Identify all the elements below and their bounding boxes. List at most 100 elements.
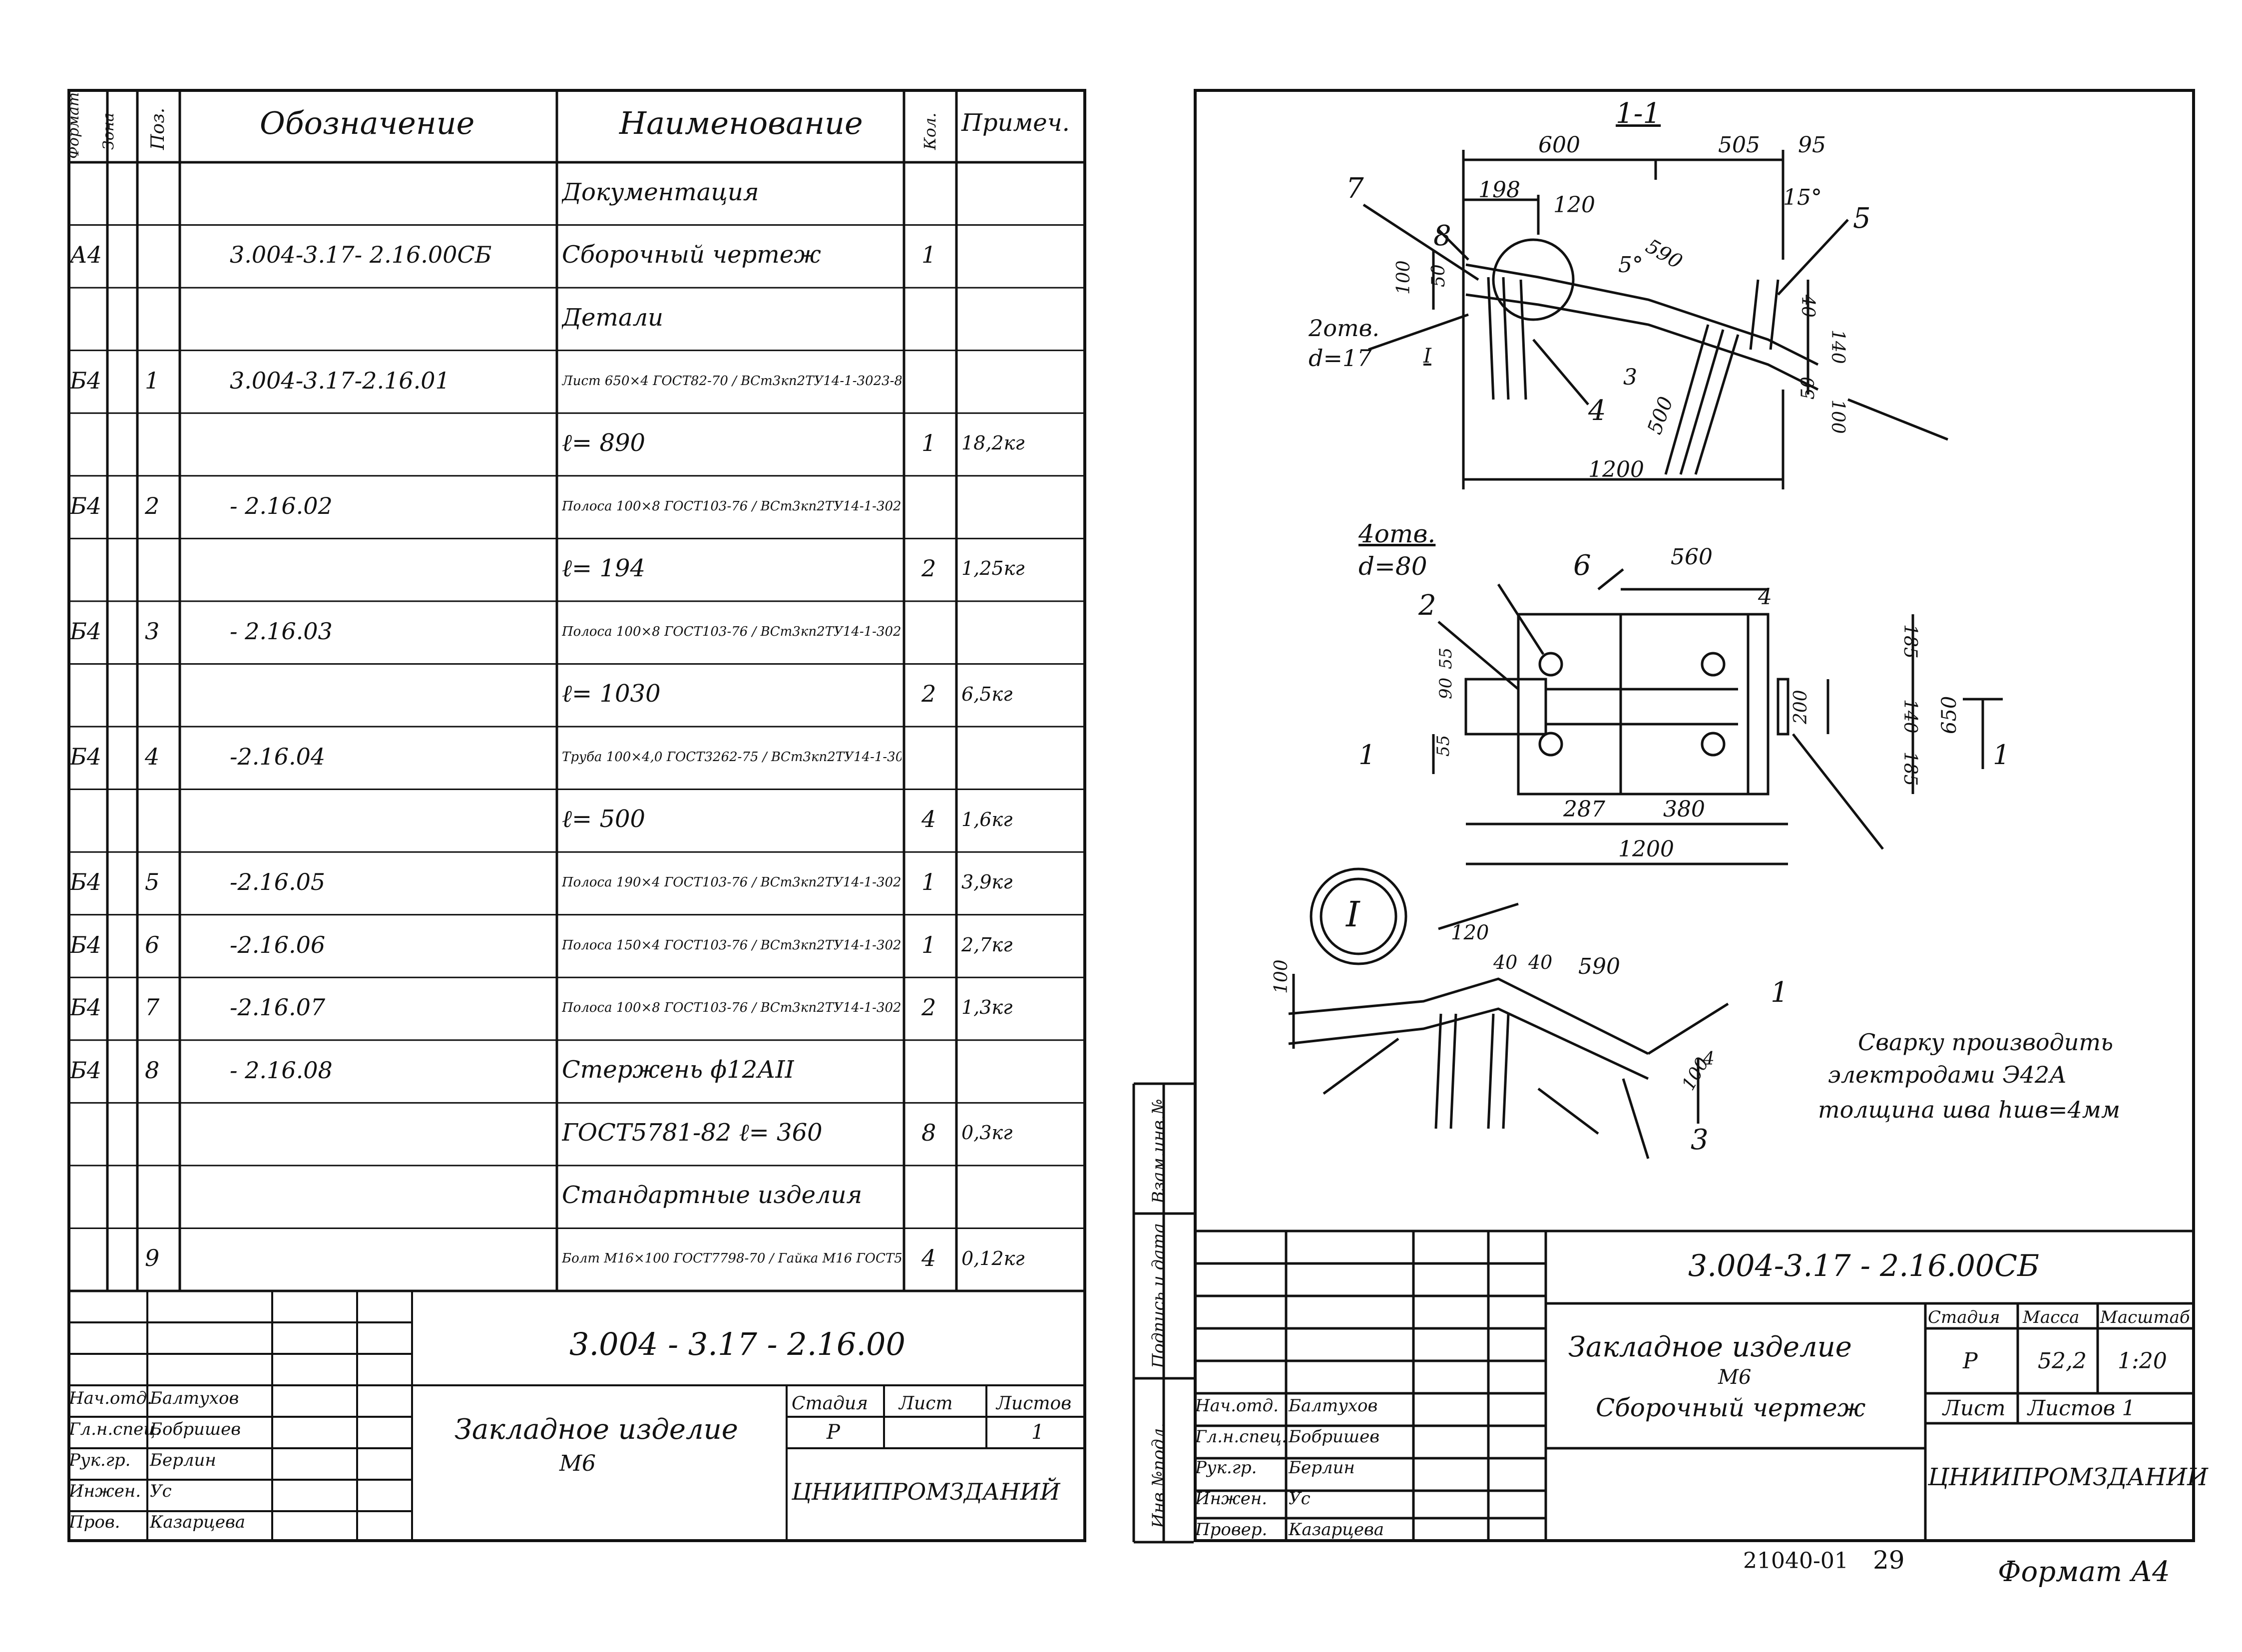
spec-format-cell: Б4	[70, 492, 102, 519]
left-stage-label: Стадия	[792, 1393, 868, 1414]
header-designation: Обозначение	[260, 105, 475, 141]
spec-pos-cell: 8	[145, 1056, 160, 1084]
dimension-label: 95	[1798, 132, 1826, 158]
spec-name-cell: ℓ= 1030	[562, 680, 661, 708]
spec-designation-cell: 3.004-3.17- 2.16.00СБ	[230, 241, 492, 269]
spec-designation-cell: 3.004-3.17-2.16.01	[230, 367, 450, 394]
spec-format-cell: А4	[70, 241, 102, 269]
signature-name: Балтухов	[1289, 1396, 1378, 1416]
side-strip-label: Инв.№подл.	[1149, 1422, 1169, 1528]
spec-name-cell: Полоса 190×4 ГОСТ103-76 / ВСт3кп2ТУ14-1-…	[562, 874, 901, 890]
right-title-3: Сборочный чертеж	[1596, 1393, 1866, 1422]
spec-name-cell: Полоса 150×4 ГОСТ103-76 / ВСт3кп2ТУ14-1-…	[562, 937, 901, 953]
dimension-label: 90	[1436, 677, 1456, 699]
left-code: 3.004 - 3.17 - 2.16.00	[569, 1326, 905, 1362]
spec-note-cell: 6,5кг	[961, 683, 1013, 705]
part-callout: 3	[1691, 1124, 1709, 1156]
spec-note-cell: 0,3кг	[961, 1122, 1013, 1144]
right-scale: 1:20	[2118, 1348, 2167, 1374]
spec-note-cell: 1,3кг	[961, 996, 1013, 1019]
spec-pos-cell: 7	[145, 994, 160, 1021]
spec-note-cell: 1,25кг	[961, 557, 1025, 580]
dimension-label: 198	[1478, 177, 1520, 203]
dimension-label: 1200	[1588, 457, 1644, 482]
right-mass: 52,2	[2038, 1348, 2087, 1374]
right-scale-label: Масштаб	[2100, 1307, 2190, 1327]
dimension-label: 3	[1623, 365, 1637, 390]
spec-qty-cell: 2	[921, 680, 936, 708]
section-mark-right: 1	[1993, 739, 2010, 771]
dimension-label: 120	[1451, 921, 1489, 944]
dimension-label: 1200	[1618, 836, 1674, 862]
left-sheets: 1	[1031, 1421, 1044, 1444]
part-callout: 2	[1418, 589, 1436, 622]
weld-note-3: толщина шва hшв=4мм	[1818, 1096, 2121, 1123]
dimension-label: 4	[1758, 584, 1772, 610]
spec-name-cell: Труба 100×4,0 ГОСТ3262-75 / ВСт3кп2ТУ14-…	[562, 749, 901, 765]
spec-qty-cell: 2	[921, 994, 936, 1021]
dimension-label: 4	[1703, 1049, 1715, 1069]
dimension-label: 200	[1791, 690, 1811, 724]
spec-pos-cell: 3	[145, 617, 160, 645]
footer-page: 29	[1873, 1546, 1905, 1575]
left-sheets-label: Листов	[996, 1393, 1072, 1414]
header-name: Наименование	[619, 105, 863, 141]
spec-qty-cell: 1	[921, 931, 936, 958]
spec-note-cell: 1,6кг	[961, 808, 1013, 830]
spec-pos-cell: 5	[145, 868, 160, 895]
header-note: Примеч.	[961, 109, 1070, 137]
plan-hole-2: d=80	[1358, 552, 1427, 581]
dimension-label: 590	[1578, 954, 1620, 979]
spec-designation-cell: - 2.16.08	[230, 1056, 333, 1084]
dimension-label: 50	[1428, 264, 1449, 287]
signature-role: Гл.н.спец.	[1195, 1427, 1287, 1447]
spec-pos-cell: 4	[145, 743, 160, 770]
signature-role: Инжен.	[69, 1481, 141, 1501]
drawing-sheet	[1194, 89, 2195, 1542]
spec-pos-cell: 9	[145, 1244, 160, 1272]
spec-name-cell: Полоса 100×8 ГОСТ103-76 / ВСт3кп2ТУ14-1-…	[562, 1000, 901, 1016]
left-org: ЦНИИПРОМЗДАНИЙ	[792, 1478, 1060, 1505]
spec-name-cell: Стержень ϕ12АII	[562, 1056, 795, 1084]
spec-name-cell: Лист 650×4 ГОСТ82-70 / ВСт3кп2ТУ14-1-302…	[562, 373, 901, 389]
right-sheet-label: Лист	[1943, 1396, 2006, 1420]
right-stage-label: Стадия	[1928, 1307, 2000, 1327]
signature-role: Нач.отд.	[69, 1388, 152, 1408]
weld-note-2: электродами Э42А	[1828, 1061, 2067, 1088]
spec-format-cell: Б4	[70, 367, 102, 394]
signature-name: Бобришев	[1289, 1427, 1379, 1447]
signature-name: Казарцева	[150, 1512, 246, 1532]
signature-role: Рук.гр.	[1195, 1458, 1257, 1478]
dimension-label: 560	[1671, 544, 1713, 570]
spec-designation-cell: -2.16.07	[230, 994, 326, 1021]
spec-name-cell: Документация	[562, 178, 759, 206]
spec-name-cell: Детали	[562, 303, 664, 332]
spec-qty-cell: 8	[921, 1119, 936, 1147]
spec-format-cell: Б4	[70, 617, 102, 645]
signature-role: Нач.отд.	[1195, 1396, 1279, 1416]
spec-designation-cell: -2.16.05	[230, 868, 326, 895]
left-sheet-label: Лист	[899, 1393, 953, 1414]
spec-note-cell: 0,12кг	[961, 1247, 1025, 1269]
right-org: ЦНИИПРОМЗДАНИИ	[1928, 1463, 2208, 1491]
spec-designation-cell: -2.16.06	[230, 931, 326, 958]
spec-designation-cell: -2.16.04	[230, 743, 326, 770]
spec-pos-cell: 1	[145, 367, 160, 394]
spec-format-cell: Б4	[70, 994, 102, 1021]
right-title-2: М6	[1718, 1366, 1752, 1389]
spec-name-cell: Полоса 100×8 ГОСТ103-76 / ВСт3кп2ТУ14-1-…	[562, 498, 901, 514]
part-callout: 4	[1588, 395, 1606, 427]
spec-name-cell: ℓ= 194	[562, 554, 646, 582]
dimension-label: 15°	[1783, 185, 1822, 210]
weld-note-1: Сварку производить	[1858, 1029, 2114, 1056]
part-callout: 1	[1771, 976, 1789, 1009]
spec-qty-cell: 1	[921, 868, 936, 895]
dimension-label: 287	[1563, 797, 1605, 822]
spec-designation-cell: - 2.16.02	[230, 492, 333, 519]
right-title-1: Закладное изделие	[1568, 1331, 1852, 1363]
part-callout: 8	[1433, 220, 1451, 252]
right-code: 3.004-3.17 - 2.16.00СБ	[1688, 1248, 2040, 1283]
marker-i-small: I	[1423, 345, 1431, 368]
